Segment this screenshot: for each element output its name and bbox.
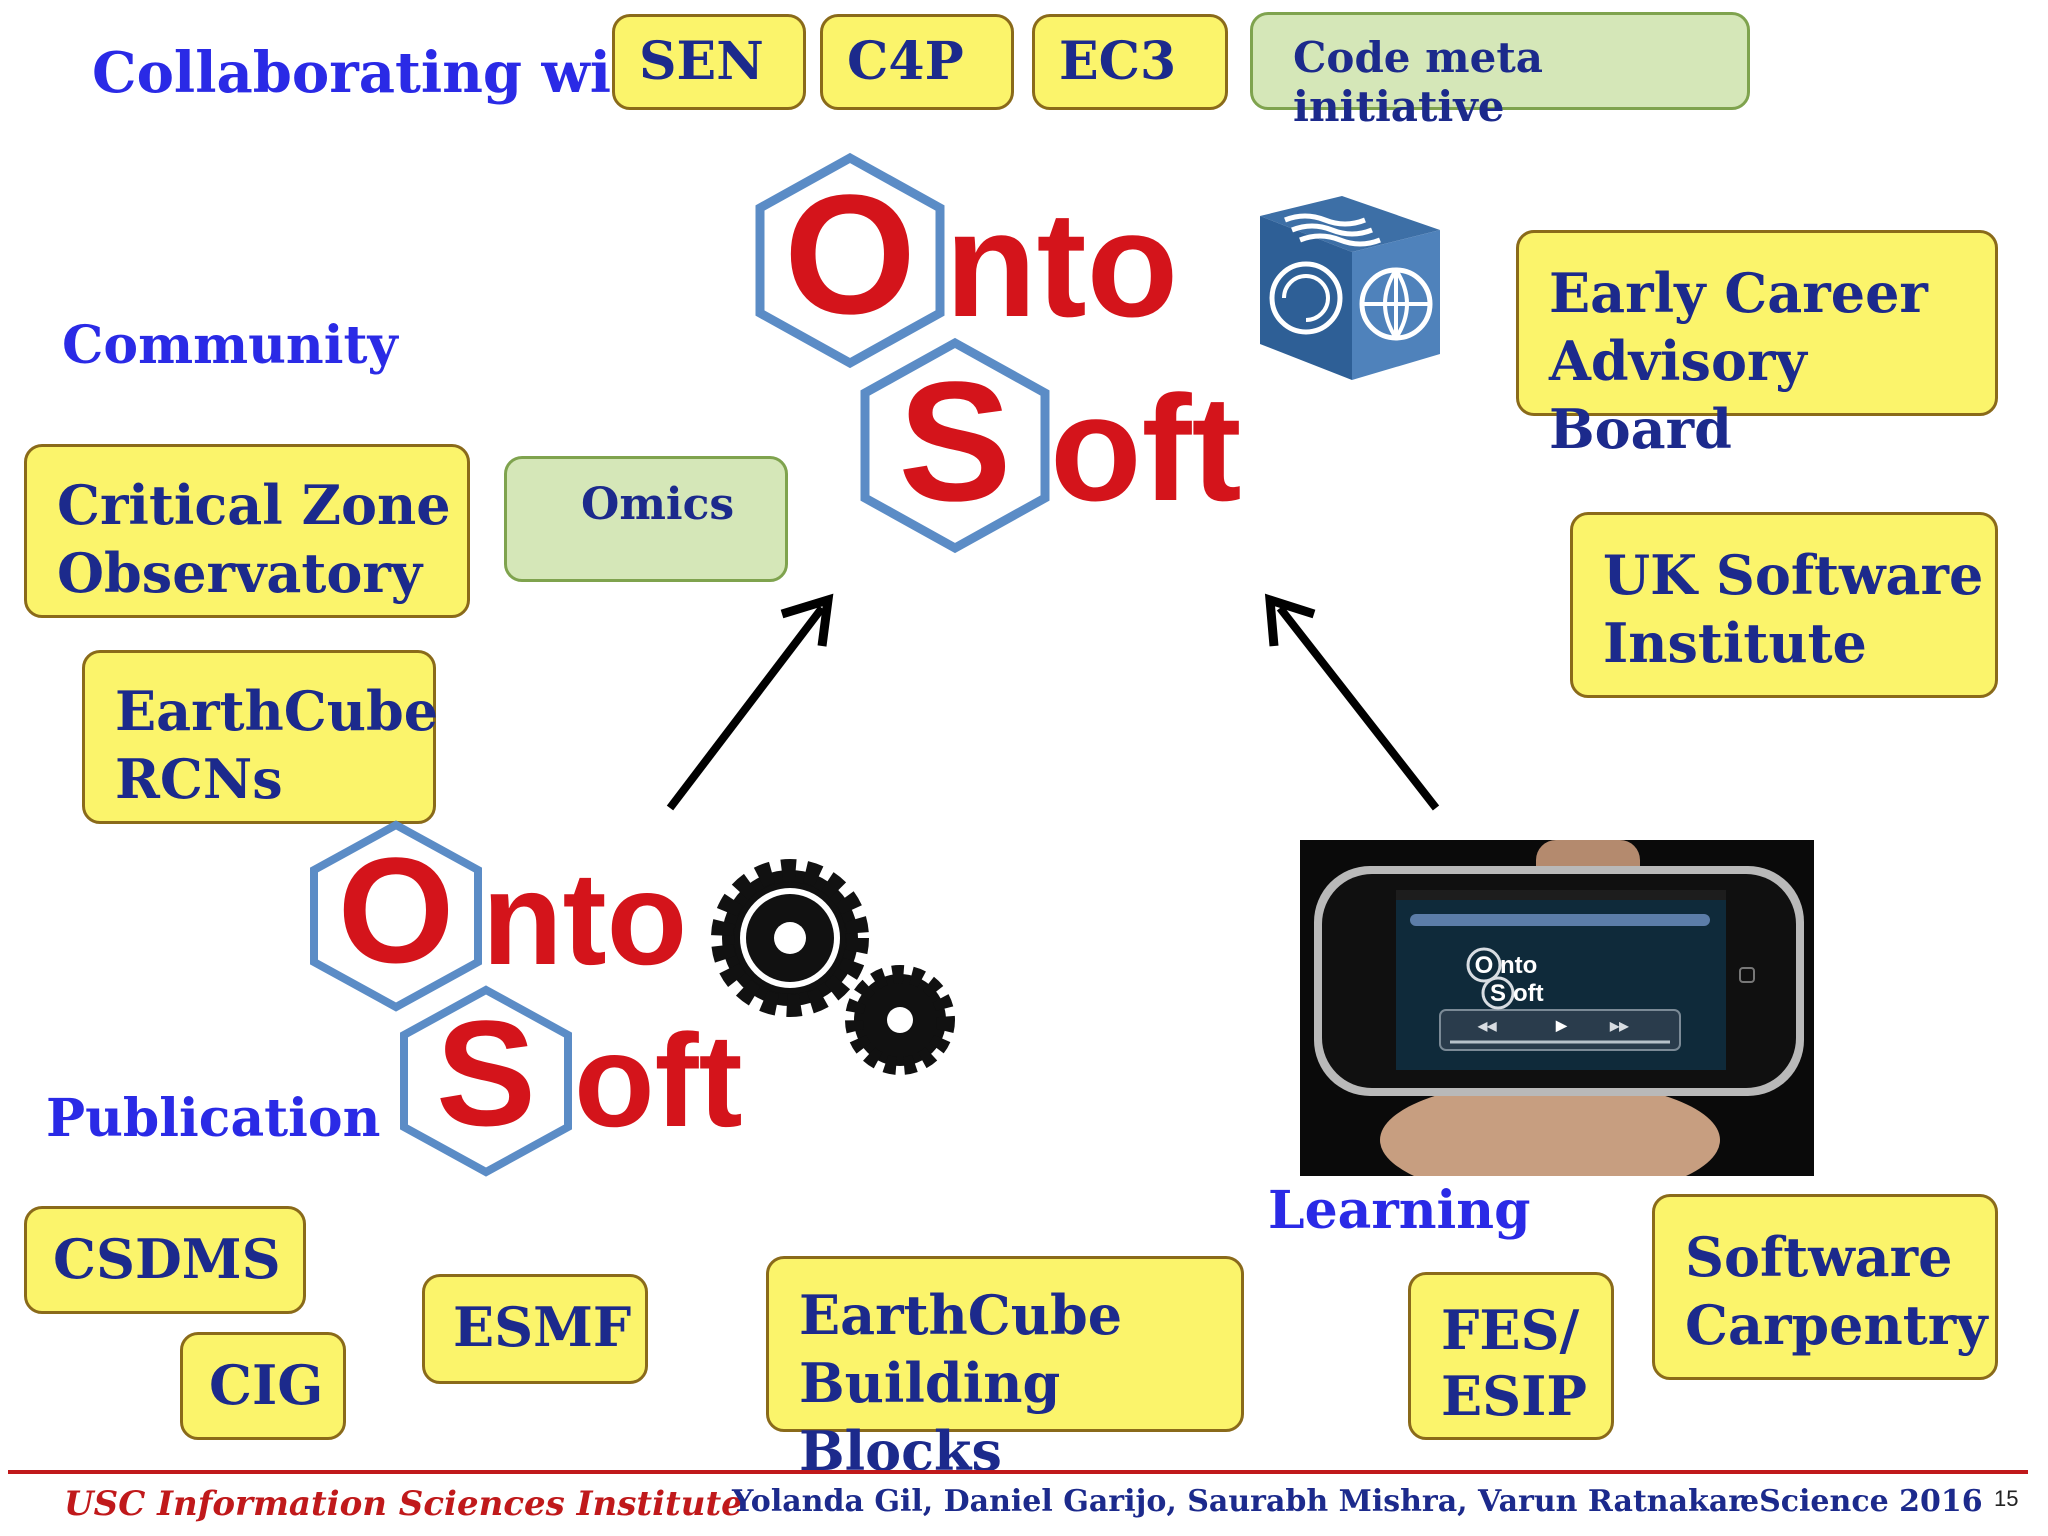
community-heading: Community (62, 315, 398, 376)
hexagon-shape (860, 337, 1050, 554)
footer-rule (8, 1470, 2028, 1474)
footer-authors: Yolanda Gil, Daniel Garijo, Saurabh Mish… (732, 1484, 1745, 1519)
gear-icon (845, 965, 955, 1075)
logo-nto-text: nto (945, 180, 1178, 348)
gear-icon (711, 859, 869, 1017)
box-line: ESIP (1441, 1364, 1588, 1428)
csdms-box: CSDMS (24, 1206, 306, 1314)
logo-o-letter: O (338, 826, 455, 994)
logo-oft-text: oft (1050, 364, 1242, 532)
critical-zone-box: Critical Zone Observatory (24, 444, 470, 618)
box-line: Advisory Board (1549, 329, 1807, 461)
arrows (666, 593, 1440, 811)
logo-s-letter: S (898, 347, 1011, 537)
arrowhead-right (1264, 593, 1316, 647)
learning-heading: Learning (1268, 1180, 1531, 1241)
collaborator-ec3: EC3 (1032, 14, 1228, 110)
collaborator-label: C4P (847, 31, 964, 92)
box-label: CSDMS (53, 1227, 281, 1291)
box-line: UK Software (1603, 543, 1984, 607)
footer-venue: eScience 2016 (1740, 1484, 1983, 1519)
box-line: EarthCube (799, 1283, 1123, 1347)
collaborator-label: Code meta initiative (1293, 33, 1543, 131)
hexagon-shape (755, 152, 945, 369)
box-line: Early Career (1549, 261, 1928, 325)
box-line: Critical Zone (57, 473, 451, 537)
box-line: Building Blocks (799, 1351, 1061, 1483)
logo-oft-text: oft (574, 1007, 743, 1154)
building-blocks-box: EarthCube Building Blocks (766, 1256, 1244, 1483)
logo-s-letter: S (436, 989, 536, 1157)
collaborator-c4p: C4P (820, 14, 1014, 110)
box-line: EarthCube (115, 679, 439, 743)
page-number: 15 (1994, 1486, 2019, 1511)
collaborator-label: EC3 (1059, 31, 1177, 92)
forward-icon: ▶▶ (1609, 1019, 1629, 1033)
box-line: Institute (1603, 611, 1867, 675)
box-line: RCNs (115, 747, 283, 811)
box-label: Omics (581, 479, 735, 530)
collaborator-codemeta: Code meta initiative (1250, 12, 1750, 131)
arrowhead-left (780, 593, 834, 647)
play-icon: ▶ (1555, 1017, 1568, 1033)
logo-o-letter: O (784, 160, 916, 350)
phone-logo-nto: nto (1500, 952, 1537, 979)
phone-logo-oft: oft (1513, 980, 1544, 1007)
footer-institute: USC Information Sciences Institute (64, 1484, 743, 1524)
esmf-box: ESMF (422, 1274, 648, 1384)
early-career-box: Early Career Advisory Board (1516, 230, 1998, 461)
box-label: CIG (209, 1353, 324, 1417)
box-line: FES/ (1441, 1298, 1580, 1362)
phone-image: ◀◀ ▶ ▶▶ O nto S oft (1300, 840, 1814, 1176)
collaborating-heading: Collaborating with (92, 40, 678, 106)
rewind-icon: ◀◀ (1477, 1019, 1497, 1033)
arrow-right (1276, 605, 1440, 811)
phone-logo-s: S (1490, 980, 1506, 1007)
software-carpentry-box: Software Carpentry (1652, 1194, 1998, 1380)
collaborator-label: SEN (639, 31, 764, 92)
box-line: Observatory (57, 541, 423, 605)
ontosoft-logo: O S nto oft (755, 152, 1440, 554)
publication-heading: Publication (46, 1088, 381, 1149)
arrow-left (666, 605, 826, 811)
uk-software-box: UK Software Institute (1570, 512, 1998, 698)
box-label: ESMF (453, 1295, 632, 1359)
box-line: Software (1685, 1225, 1953, 1289)
earthcube-rcns-box: EarthCube RCNs (82, 650, 439, 824)
fes-esip-box: FES/ ESIP (1408, 1272, 1614, 1440)
ontosoft-gears-logo: O S nto oft (310, 820, 955, 1177)
omics-box: Omics (504, 456, 788, 582)
earthcube-cube-icon (1260, 196, 1440, 380)
logo-nto-text: nto (482, 845, 687, 992)
cig-box: CIG (180, 1332, 346, 1440)
collaborator-sen: SEN (612, 14, 806, 110)
hexagon-shape (400, 985, 572, 1177)
box-line: Carpentry (1685, 1293, 1988, 1357)
hexagon-shape (310, 820, 482, 1012)
phone-logo-o: O (1475, 952, 1494, 979)
